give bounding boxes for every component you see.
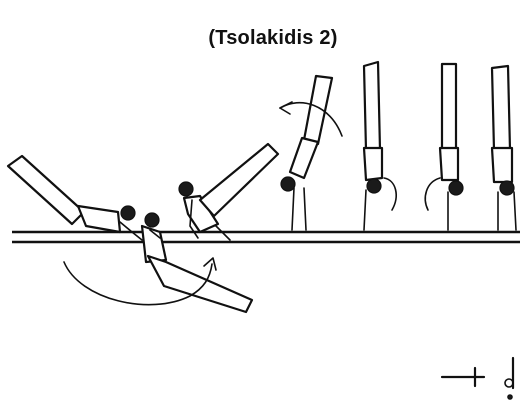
gymnast-position-3 [179, 144, 278, 240]
notation-symbol [442, 358, 513, 399]
gymnast-position-5 [364, 62, 396, 230]
gymnast-position-7 [492, 66, 516, 230]
parallel-bars [12, 232, 520, 242]
gymnast-position-6 [425, 64, 463, 230]
gymnast-position-4 [280, 76, 342, 230]
gymnast-position-1 [8, 156, 142, 240]
